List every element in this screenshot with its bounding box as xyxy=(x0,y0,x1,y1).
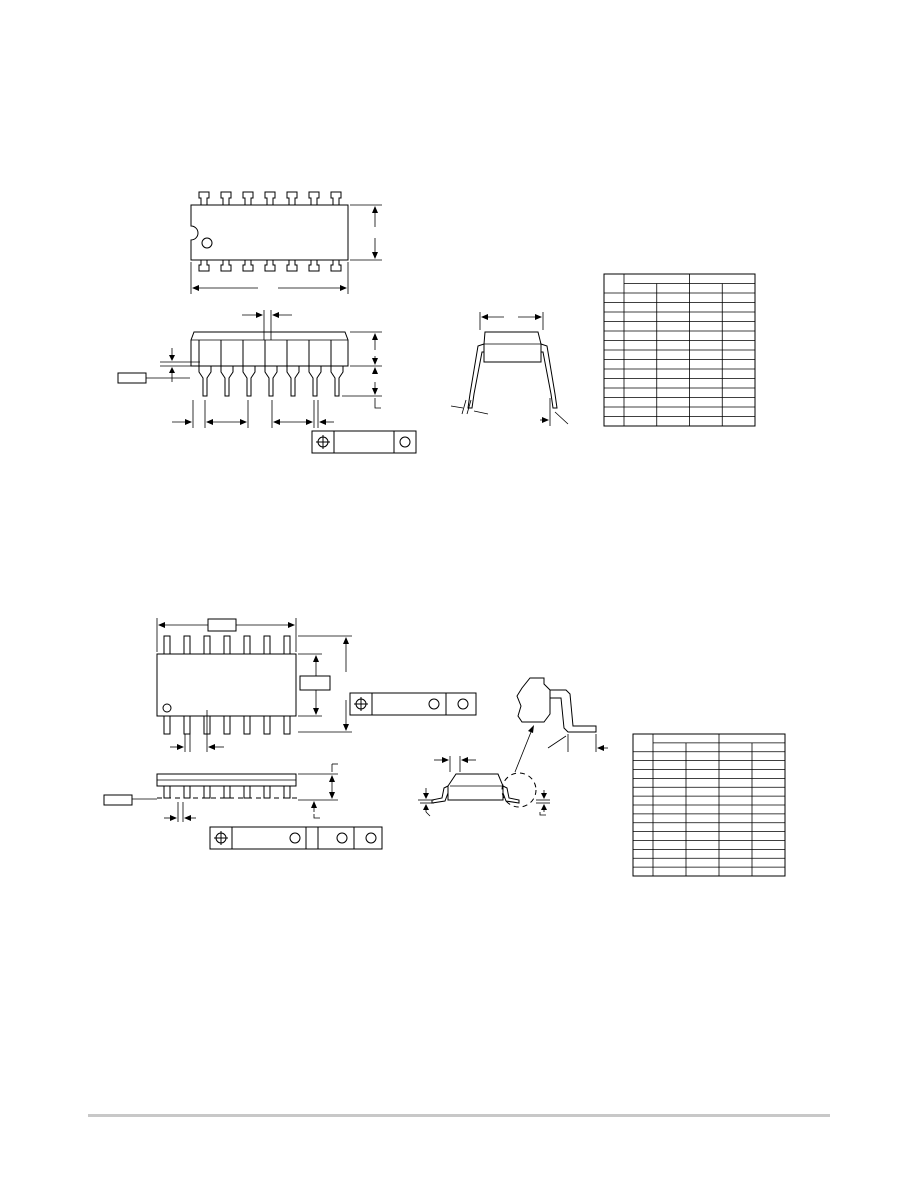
soic-pin xyxy=(223,715,231,735)
crosshair-circle-icon xyxy=(354,697,368,711)
circle-icon xyxy=(457,698,469,710)
dip-side-body xyxy=(190,331,349,367)
crosshair-circle-icon xyxy=(214,831,228,845)
soic-pin xyxy=(263,635,271,655)
dip-top-pins xyxy=(198,191,342,205)
soic-pin xyxy=(283,715,291,735)
dip-pin xyxy=(286,191,298,205)
soic-lead xyxy=(223,785,231,799)
soic-lead xyxy=(243,785,251,799)
soic-side-leads xyxy=(163,785,291,799)
circle-icon xyxy=(428,698,440,710)
dip-pin xyxy=(242,260,254,272)
dip-side-leads xyxy=(198,340,344,397)
dip-pin xyxy=(242,191,254,205)
dip-pin xyxy=(220,191,232,205)
dip-pin xyxy=(198,260,210,272)
circle-icon xyxy=(336,832,348,844)
dip-pin xyxy=(198,191,210,205)
soic-pin xyxy=(183,635,191,655)
footer-rule xyxy=(88,1114,830,1117)
dip-lead xyxy=(198,340,212,397)
pin1-marker xyxy=(162,703,172,713)
soic-end-view xyxy=(418,725,550,817)
soic-lead-detail xyxy=(516,677,608,752)
datum-box xyxy=(299,675,331,691)
soic-body-outline xyxy=(156,653,297,717)
detail-body-section xyxy=(516,677,551,723)
soic-lead xyxy=(263,785,271,799)
soic-lead xyxy=(183,785,191,799)
pin1-marker xyxy=(201,237,213,249)
soic-pin xyxy=(223,635,231,655)
dip-lead xyxy=(308,340,322,397)
datum-box xyxy=(117,372,147,384)
dip-pin xyxy=(308,191,320,205)
dip-lead xyxy=(264,340,278,397)
soic-pin xyxy=(263,715,271,735)
dip-dimension-table xyxy=(603,273,756,427)
composite-tolerance-frame xyxy=(209,826,383,850)
dip-pin xyxy=(308,260,320,272)
dip-pin xyxy=(264,260,276,272)
position-tolerance-frame xyxy=(349,692,477,716)
dip-top-view xyxy=(190,191,382,294)
soic-bottom-pins xyxy=(163,715,291,735)
soic-end-body xyxy=(447,773,504,801)
soic-pin xyxy=(243,635,251,655)
dip-lead xyxy=(330,340,344,397)
datum-box xyxy=(207,618,237,632)
soic-pin xyxy=(203,635,211,655)
soic-pin xyxy=(163,715,171,735)
crosshair-circle-icon xyxy=(316,435,330,449)
dip-pin xyxy=(220,260,232,272)
dip-lead xyxy=(220,340,234,397)
dip-pin xyxy=(264,191,276,205)
dip-lead xyxy=(286,340,300,397)
soic-top-pins xyxy=(163,635,291,655)
detail-circle xyxy=(501,772,537,808)
dip-pin xyxy=(330,260,342,272)
soic-side-view xyxy=(103,763,383,850)
soic-lead xyxy=(163,785,171,799)
circle-icon xyxy=(289,832,301,844)
datum-box xyxy=(103,794,133,806)
dip-pin xyxy=(330,191,342,205)
dip-pin xyxy=(286,260,298,272)
soic-top-view xyxy=(156,618,477,752)
dip-lead xyxy=(242,340,256,397)
soic-pin xyxy=(183,715,191,735)
soic-pin xyxy=(243,715,251,735)
circle-icon xyxy=(399,436,411,448)
dip-end-view xyxy=(450,312,569,426)
circle-icon xyxy=(365,832,377,844)
soic-pin xyxy=(163,635,171,655)
soic-pin xyxy=(283,635,291,655)
dip-body-outline xyxy=(190,204,349,261)
soic-lead xyxy=(203,785,211,799)
dip-bottom-pins xyxy=(198,260,342,272)
dip-side-view xyxy=(117,310,417,454)
soic-dimension-table xyxy=(632,733,786,877)
dip-end-body xyxy=(483,331,542,363)
position-tolerance-frame xyxy=(311,430,417,454)
soic-lead xyxy=(283,785,291,799)
